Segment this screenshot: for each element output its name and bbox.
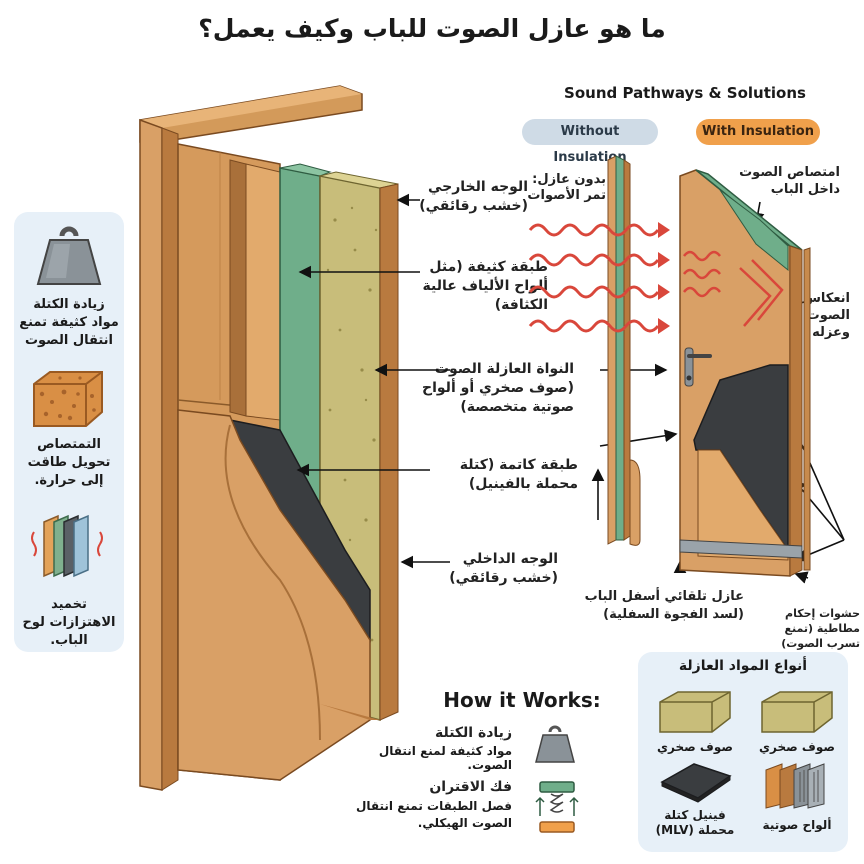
door-sweep-label: عازل تلقائي أسفل الباب (لسد الفجوة السفل… bbox=[584, 589, 744, 622]
weight-icon bbox=[36, 226, 102, 285]
materials-title: أنواع المواد العازلة bbox=[678, 658, 808, 674]
layered-panel-icon bbox=[31, 514, 103, 578]
acoustic-panels-icon bbox=[765, 763, 825, 809]
rockwool-icon-2 bbox=[761, 691, 833, 733]
with-insulation-pill: With Insulation bbox=[696, 119, 820, 145]
how-mass-desc: مواد كثيفة لمنع انتقال الصوت. bbox=[378, 744, 512, 772]
page-title: ما هو عازل الصوت للباب وكيف يعمل؟ bbox=[198, 14, 666, 43]
material-label-2: صوف صخري bbox=[759, 740, 835, 754]
outer-face-label: الوجه الخارجي (خشب رقائقي) bbox=[419, 179, 528, 214]
material-label-1: صوف صخري bbox=[657, 740, 733, 754]
decouple-icon bbox=[535, 781, 579, 833]
how-decouple-title: فك الاقتران bbox=[429, 779, 512, 795]
weight-icon-small bbox=[535, 725, 575, 763]
how-decouple-desc: فصل الطبقات تمنع انتقال الصوت الهيكلي. bbox=[355, 799, 512, 830]
absorption-principle-text: التمتصاص تحويل طاقت إلى حرارة. bbox=[27, 437, 111, 488]
mlv-icon bbox=[660, 763, 732, 803]
seals-label: حشوات إحكام مطاطية (تمنع تسرب الصوت) bbox=[781, 607, 860, 650]
dense-layer-label: طبقة كثيفة (مثل ألواح الألياف عالية الكث… bbox=[422, 259, 548, 313]
no-insulation-note: بدون عازل: تمر الأصوات bbox=[527, 172, 606, 203]
material-label-4: ألواح صوتية bbox=[762, 818, 832, 832]
mass-principle-text: زيادة الكتلة مواد كثيفة تمنع انتقال الصو… bbox=[19, 297, 119, 348]
without-insulation-pill: Without Insulation bbox=[522, 119, 658, 165]
principles-panel bbox=[14, 212, 124, 652]
damping-principle-text: تخميد الاهتزازات لوح الباب. bbox=[22, 597, 116, 648]
pathways-title: Sound Pathways & Solutions bbox=[564, 84, 806, 102]
door-cutaway-diagram bbox=[139, 85, 399, 791]
material-label-3: فينيل كتلة محملة (MLV) bbox=[655, 808, 735, 837]
damping-layer-label: طبقة كاتمة (كتلة محملة بالفينيل) bbox=[459, 457, 578, 492]
absorption-label: امتصاص الصوت داخل الباب bbox=[739, 165, 840, 197]
reflection-label: انعكاس الصوت وعزله bbox=[802, 291, 850, 340]
sound-pathways-diagram bbox=[528, 155, 811, 577]
materials-panel bbox=[638, 652, 848, 852]
how-mass-title: زيادة الكتلة bbox=[434, 725, 512, 741]
core-label: النواة العازلة الصوت (صوف صخري أو ألواح … bbox=[422, 361, 574, 415]
foam-icon bbox=[33, 371, 103, 427]
inner-face-label: الوجه الداخلي (خشب رقائقي) bbox=[449, 551, 558, 586]
rockwool-icon-1 bbox=[659, 691, 731, 733]
how-it-works-title: How it Works: bbox=[443, 688, 601, 712]
